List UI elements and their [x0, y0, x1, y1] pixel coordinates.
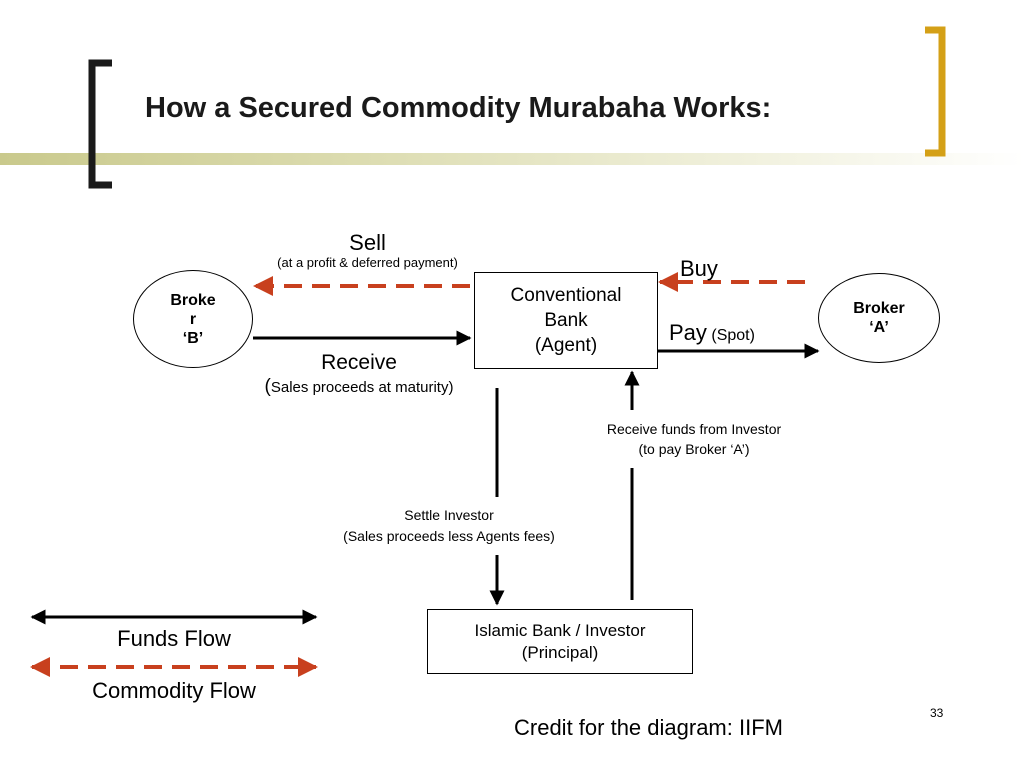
receive-funds-line1: Receive funds from Investor	[606, 421, 782, 437]
receive-funds-line2: (to pay Broker ‘A’)	[638, 441, 750, 457]
pay-sublabel: (Spot)	[711, 327, 755, 344]
broker-a-line1: Broker	[853, 300, 905, 317]
receive-label: Receive	[321, 351, 397, 374]
title-band	[0, 153, 1024, 165]
diagram-credit: Credit for the diagram: IIFM	[514, 715, 783, 740]
page-number: 33	[930, 706, 944, 720]
broker-b-line1: Broke	[170, 291, 216, 309]
pay-label: Pay	[669, 320, 707, 345]
broker-a-node: Broker ‘A’	[818, 273, 940, 363]
buy-label: Buy	[680, 256, 718, 281]
settle-investor-line2: (Sales proceeds less Agents fees)	[343, 528, 555, 544]
left-bracket	[88, 59, 112, 189]
slide-title: How a Secured Commodity Murabaha Works:	[145, 92, 772, 124]
receive-funds-label-group: Receive funds from Investor (to pay Brok…	[580, 419, 808, 459]
receive-sublabel: Sales proceeds at maturity)	[270, 379, 454, 396]
legend-funds-flow: Funds Flow	[117, 626, 231, 651]
receive-label-group: Receive (Sales proceeds at maturity)	[248, 350, 470, 399]
broker-b-line2: r	[189, 310, 197, 328]
legend-commodity-flow: Commodity Flow	[92, 678, 256, 703]
islamic-bank-line2: (Principal)	[521, 642, 599, 662]
broker-a-line2: ‘A’	[869, 319, 889, 336]
conventional-bank-line3: (Agent)	[534, 335, 598, 356]
settle-investor-label-group: Settle Investor (Sales proceeds less Age…	[313, 505, 585, 547]
sell-label-group: Sell (at a profit & deferred payment)	[255, 231, 480, 271]
islamic-bank-node: Islamic Bank / Investor (Principal)	[427, 609, 693, 674]
sell-sublabel: (at a profit & deferred payment)	[277, 255, 458, 270]
conventional-bank-line1: Conventional	[510, 285, 622, 306]
broker-b-line3: ‘B’	[182, 329, 204, 347]
sell-label: Sell	[349, 230, 386, 255]
settle-investor-line1: Settle Investor	[404, 507, 494, 523]
pay-label-group: Pay (Spot)	[669, 320, 755, 346]
right-bracket	[925, 26, 946, 157]
islamic-bank-line1: Islamic Bank / Investor	[474, 620, 646, 640]
broker-b-node: Broke r ‘B’	[133, 270, 253, 368]
receive-sublabel-paren: (	[264, 376, 271, 397]
conventional-bank-line2: Bank	[544, 310, 588, 331]
conventional-bank-node: Conventional Bank (Agent)	[474, 272, 658, 369]
